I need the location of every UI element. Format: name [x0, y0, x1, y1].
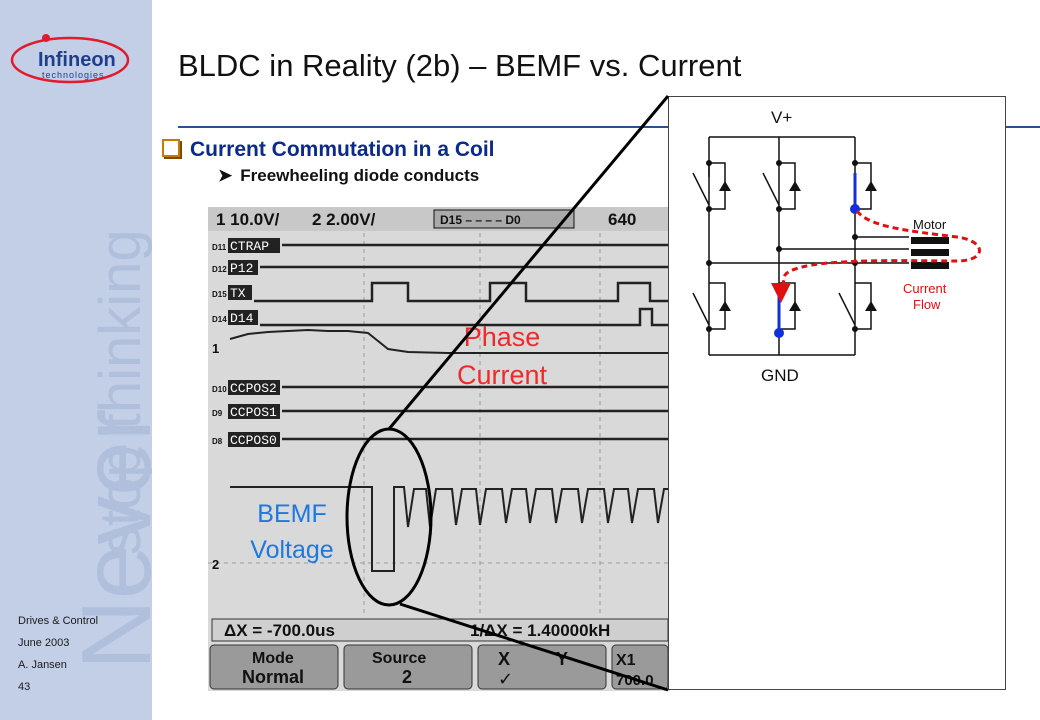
channel-id-d9: D9: [212, 409, 223, 418]
current-flow-label-line2: Flow: [913, 297, 941, 312]
footer-date: June 2003: [18, 637, 70, 649]
bemf-voltage-label-line2: Voltage: [250, 536, 334, 564]
phase-current-label: Phase Current: [442, 318, 562, 394]
scope-ch1-scale: 1 10.0V/: [216, 210, 280, 229]
infineon-logo: Infineon technologies: [10, 34, 130, 84]
phase-current-label-line2: Current: [456, 360, 548, 390]
scope-digital-range: D15 – – – – D0: [440, 213, 521, 227]
bemf-voltage-label-line1: BEMF: [257, 500, 327, 528]
arrow-bullet-icon: ➤: [218, 166, 233, 185]
bullet-main-text: Current Commutation in a Coil: [190, 138, 495, 161]
softkey-mode-value: Normal: [242, 667, 304, 687]
scope-time-scale: 640: [608, 210, 636, 229]
bullet-sub-text: Freewheeling diode conducts: [240, 166, 480, 185]
channel-ctrap: CTRAP: [230, 239, 269, 254]
scope-ch2-scale: 2 2.00V/: [312, 210, 376, 229]
channel-d14: D14: [230, 311, 254, 326]
footer-author: A. Jansen: [18, 659, 67, 671]
channel-id-d11: D11: [212, 243, 227, 252]
softkey-mode[interactable]: [209, 644, 339, 690]
slide-title: BLDC in Reality (2b) – BEMF vs. Current: [178, 48, 742, 83]
scope-channel-ids: D11 D12 D15 D14 D10 D9 D8: [212, 243, 227, 446]
gnd-label: GND: [761, 366, 799, 385]
softkey-x1-value: 700.0: [616, 672, 654, 689]
channel-id-d15: D15: [212, 290, 227, 299]
watermark-never: Never: [61, 409, 152, 670]
oscilloscope-screen: 1 10.0V/ 2 2.00V/ D15 – – – – D0 640 CTR…: [208, 207, 670, 691]
sidebar: Never stop thinking Infineon technologie…: [0, 0, 152, 720]
scope-marker-2: 2: [212, 557, 219, 572]
channel-ccpos0: CCPOS0: [230, 433, 277, 448]
softkey-x1-label: X1: [616, 652, 636, 669]
footer: Drives & Control June 2003 A. Jansen 43: [18, 610, 98, 698]
softkey-mode-label: Mode: [252, 650, 294, 667]
channel-id-d12: D12: [212, 265, 227, 274]
softkey-source-value: 2: [402, 667, 412, 687]
channel-id-d10: D10: [212, 385, 227, 394]
diode-icons: [719, 181, 877, 311]
checkbox-bullet-icon: [162, 139, 180, 157]
footer-department: Drives & Control: [18, 615, 99, 627]
check-icon: ✓: [498, 669, 513, 690]
motor-label: Motor: [913, 217, 947, 232]
softkey-source-label: Source: [372, 650, 426, 667]
channel-p12: P12: [230, 261, 253, 276]
channel-id-d8: D8: [212, 437, 223, 446]
phase-current-label-line1: Phase: [463, 322, 541, 352]
circuit-diagram: V+ GND Motor Current Flow: [692, 108, 981, 385]
logo-name: Infineon: [38, 49, 116, 71]
motor-coil-icon: [911, 237, 949, 269]
watermark: Never stop thinking: [61, 229, 152, 670]
channel-ccpos2: CCPOS2: [230, 381, 277, 396]
scope-softkeys: Mode Normal Source 2 X Y ✓ X1 700.0: [209, 644, 669, 690]
bullet-main: Current Commutation in a Coil: [162, 138, 495, 162]
circuit-diagram-panel: V+ GND Motor Current Flow: [668, 96, 1006, 690]
scope-delta-x: ΔX = -700.0us: [224, 621, 335, 640]
scope-channel-labels: CTRAP P12 TX D14 CCPOS2 CCPOS1 CCPOS0: [228, 238, 280, 448]
scope-marker-1: 1: [212, 341, 219, 356]
channel-tx: TX: [230, 286, 246, 301]
logo-sub: technologies: [42, 70, 105, 80]
softkey-x-label: X: [498, 649, 510, 669]
logo-dot-icon: [42, 34, 50, 42]
vplus-label: V+: [771, 108, 792, 127]
current-flow-path: [779, 210, 981, 294]
channel-id-d14: D14: [212, 315, 227, 324]
bullet-sub: ➤ Freewheeling diode conducts: [218, 166, 479, 186]
channel-ccpos1: CCPOS1: [230, 405, 277, 420]
current-flow-arrow-icon: [771, 283, 791, 303]
bemf-voltage-label: BEMF Voltage: [232, 496, 352, 568]
current-flow-label-line1: Current: [903, 281, 947, 296]
softkey-y-label: Y: [556, 649, 568, 669]
watermark-stop-thinking: stop thinking: [88, 229, 152, 555]
footer-page-number: 43: [18, 681, 31, 693]
scope-inverse-delta-x: 1/ΔX = 1.40000kH: [470, 621, 610, 640]
